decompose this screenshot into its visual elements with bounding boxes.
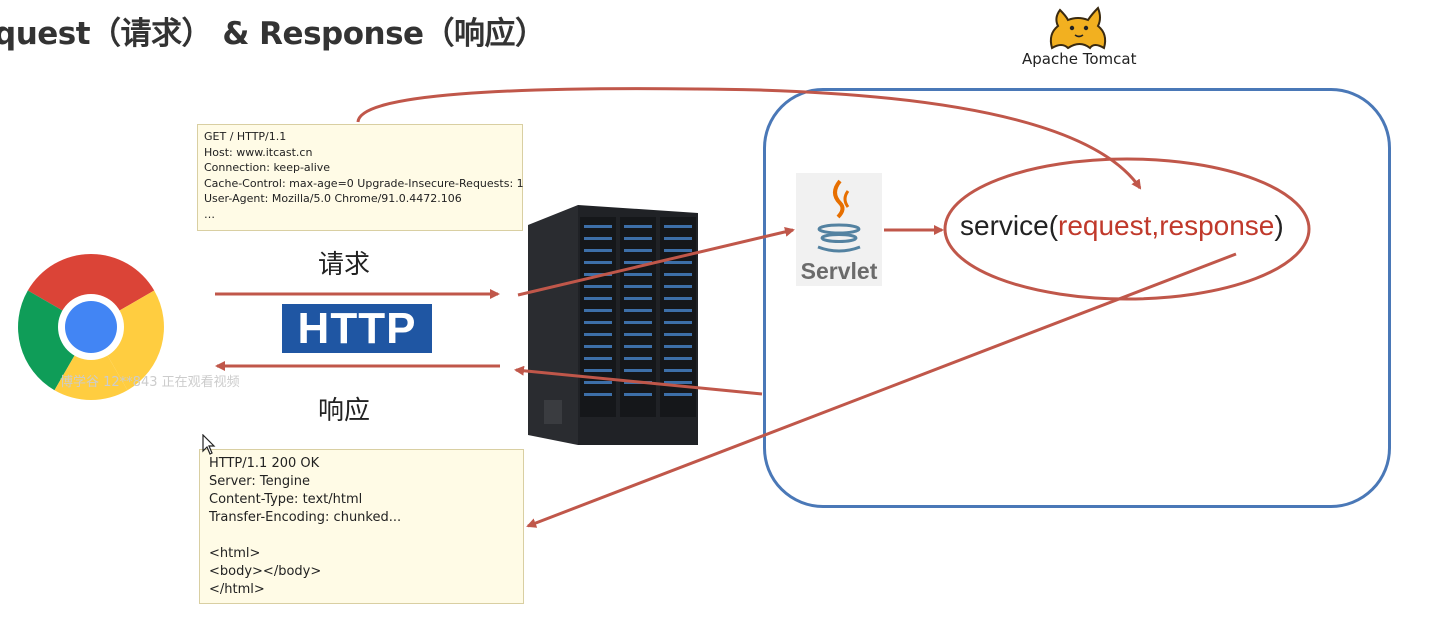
tomcat-label: Apache Tomcat	[1022, 50, 1137, 68]
service-ellipse	[943, 157, 1311, 301]
servlet-java-icon	[796, 173, 882, 286]
tomcat-container	[763, 88, 1391, 508]
http-badge: HTTP	[282, 304, 432, 353]
service-method-name: service(	[960, 210, 1059, 241]
service-method-args: request,response	[1058, 210, 1275, 241]
servlet-label: Servlet	[800, 258, 878, 284]
page-title: quest（请求） & Response（响应）	[0, 16, 546, 52]
servlet-to-server-arrow	[514, 365, 763, 396]
server-to-servlet-arrow	[517, 226, 795, 297]
service-method-close: )	[1274, 210, 1284, 241]
response-label: 响应	[318, 396, 371, 426]
response-message-note: HTTP/1.1 200 OK Server: Tengine Content-…	[199, 449, 524, 604]
request-label: 请求	[318, 250, 371, 280]
request-to-service-curve	[356, 87, 1142, 190]
chrome-icon	[18, 254, 164, 400]
tomcat-icon	[1049, 6, 1107, 50]
request-message-note: GET / HTTP/1.1 Host: www.itcast.cn Conne…	[197, 124, 524, 231]
mouse-cursor-icon	[202, 434, 216, 455]
watermark: 博学谷 12**843 正在观看视频	[60, 375, 240, 390]
service-to-response-arrow	[526, 252, 1237, 528]
service-method-call: service(request,response)	[960, 210, 1284, 242]
